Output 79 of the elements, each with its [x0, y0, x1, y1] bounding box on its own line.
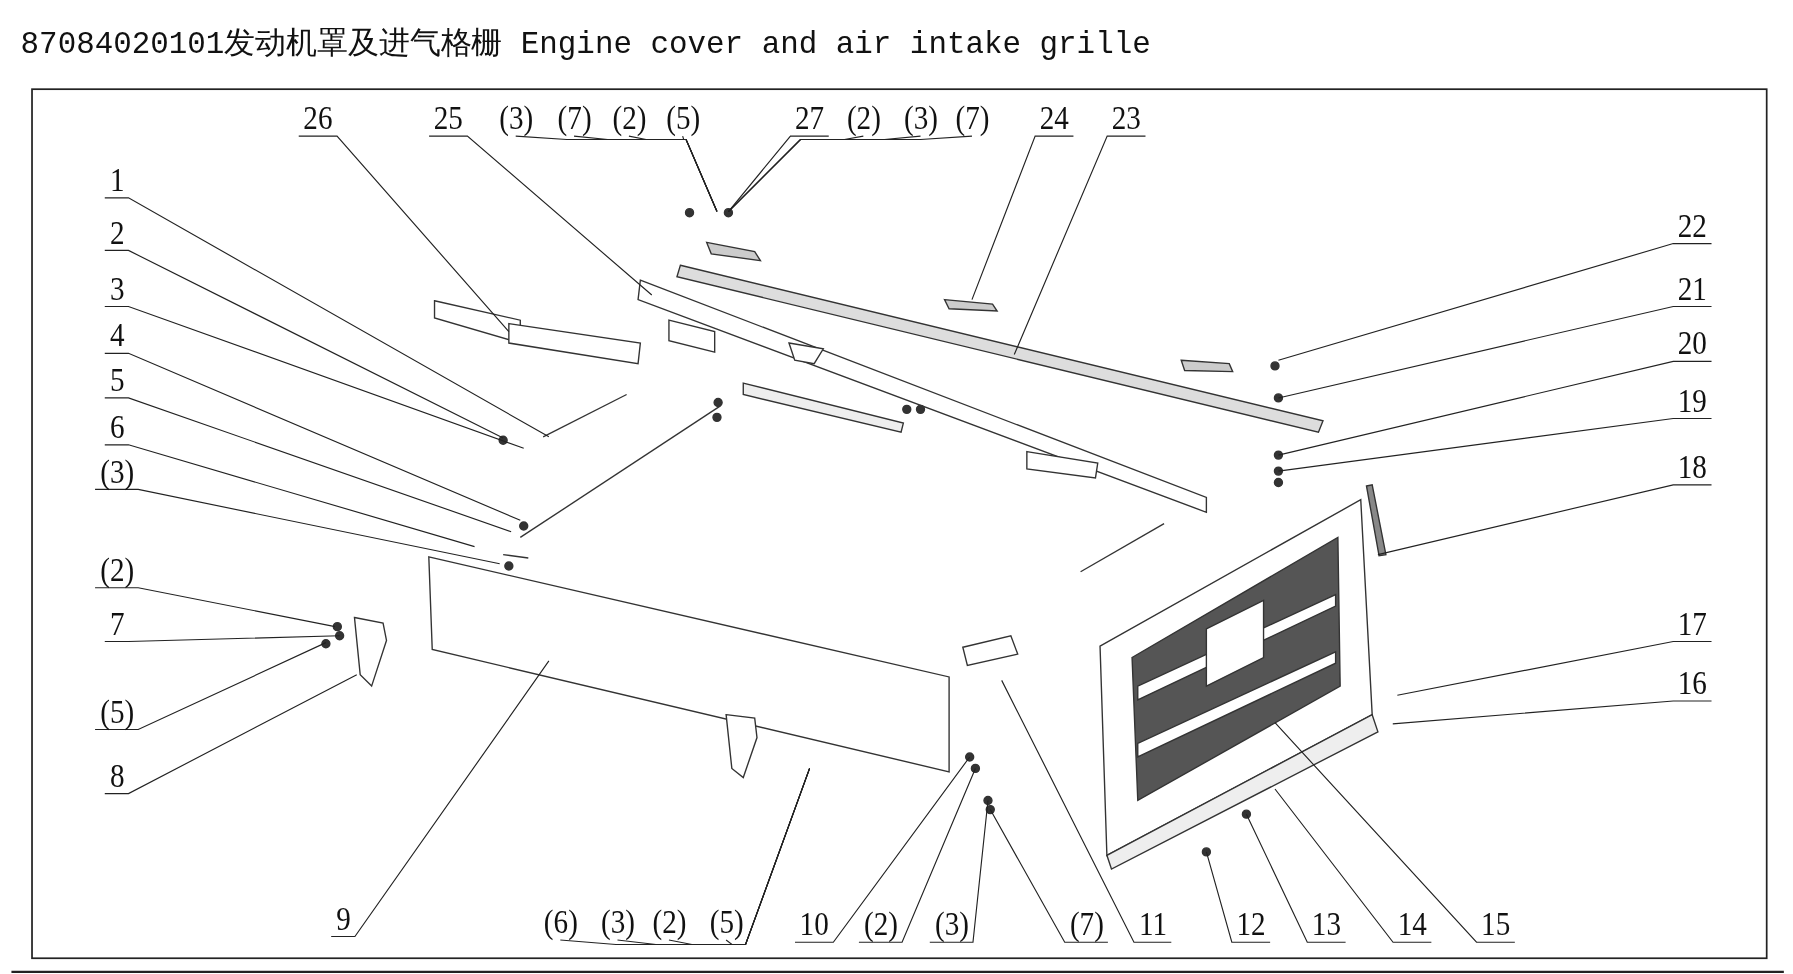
leader-line	[1013, 135, 1147, 356]
leader-line	[104, 674, 358, 795]
callout-number: (7)	[954, 100, 989, 135]
callout-number: 8	[109, 758, 124, 793]
callout-number: (3)	[903, 100, 938, 135]
leader-line	[1001, 679, 1172, 943]
leader-line	[794, 756, 971, 943]
callout-number: 10	[799, 906, 829, 942]
callout-number: (2)	[611, 100, 646, 135]
leader-line	[929, 799, 989, 943]
callout-number: (3)	[934, 906, 969, 942]
callout-number: (2)	[651, 904, 686, 939]
callout-number: (2)	[846, 100, 881, 135]
callout-number: 4	[109, 317, 124, 353]
callout-number: 6	[109, 409, 124, 444]
callout-number: 21	[1677, 271, 1707, 306]
leader-line	[682, 135, 718, 213]
callout-number: (2)	[99, 552, 134, 587]
callout-number: 27	[795, 100, 825, 135]
callout-number: (6)	[543, 904, 578, 939]
callout-number: 16	[1677, 665, 1707, 700]
callout-number: 23	[1111, 100, 1141, 135]
callout-number: 15	[1481, 906, 1511, 942]
leader-line	[1245, 813, 1347, 943]
callout-number: 22	[1677, 208, 1707, 243]
callout-number: 7	[109, 606, 124, 641]
leader-line	[1274, 722, 1516, 943]
callout-number: (7)	[1069, 906, 1104, 942]
leader-line	[971, 135, 1074, 301]
callout-number: 25	[433, 100, 463, 135]
callout-number: 26	[303, 100, 333, 135]
callout-number: 17	[1677, 606, 1707, 641]
leader-line	[104, 197, 550, 438]
leader-line	[858, 767, 976, 943]
leader-line	[1396, 640, 1713, 696]
callout-number: 11	[1138, 906, 1167, 942]
leader-line	[1274, 788, 1432, 943]
leader-line	[330, 660, 550, 938]
leader-line	[104, 249, 504, 439]
leader-line	[989, 809, 1109, 943]
callout-number: (3)	[99, 453, 134, 489]
leader-line	[428, 135, 653, 296]
callout-number: 2	[109, 215, 124, 250]
leader-line	[104, 635, 341, 643]
leader-line	[298, 135, 510, 333]
leader-line	[1277, 305, 1713, 399]
leader-line	[104, 397, 512, 533]
leader-line	[94, 642, 327, 731]
callout-number: 13	[1311, 906, 1342, 942]
leader-line	[1377, 484, 1713, 556]
callout-number: 14	[1397, 906, 1427, 942]
leader-line	[94, 488, 501, 565]
leader-line	[104, 352, 521, 521]
callout-number: 5	[109, 362, 124, 397]
leader-line	[1392, 700, 1713, 725]
leader-line	[94, 587, 336, 628]
leader-line	[1277, 360, 1713, 456]
callout-number: 24	[1039, 100, 1069, 135]
leader-line	[1277, 417, 1713, 472]
leader-line	[1277, 243, 1713, 361]
callout-number: 20	[1677, 325, 1707, 361]
callout-number: (5)	[709, 904, 744, 939]
callout-number: 3	[109, 271, 124, 306]
callout-number: (2)	[863, 906, 898, 942]
callout-number: 1	[109, 162, 124, 197]
callout-number: (5)	[99, 694, 134, 729]
leader-line	[104, 305, 525, 449]
leader-line	[1205, 851, 1271, 943]
callout-number: 12	[1236, 906, 1266, 942]
callout-number: 9	[335, 901, 351, 936]
callout-number: 19	[1677, 383, 1707, 418]
callout-number: (7)	[557, 100, 591, 135]
callout-number: 18	[1677, 449, 1707, 484]
callout-number: (5)	[665, 100, 700, 135]
leader-line	[104, 444, 476, 548]
leader-line	[725, 767, 811, 946]
callout-number: (3)	[600, 904, 635, 939]
callout-number: (3)	[498, 100, 533, 135]
title: 87084020101发动机罩及进气格栅 Engine cover and air intake grille	[20, 26, 1151, 64]
